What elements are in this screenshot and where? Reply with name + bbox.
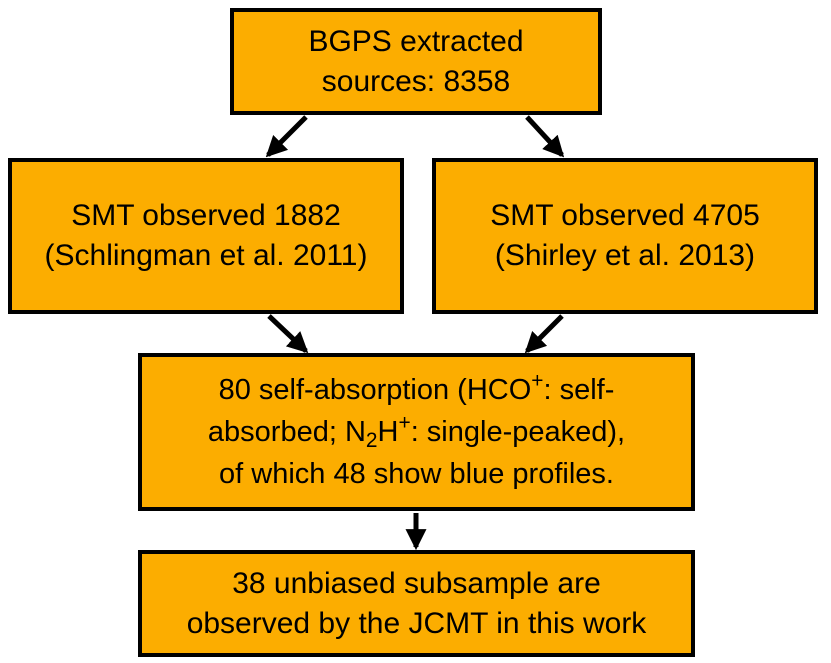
arrow-bgps-to-smt2 [525,115,565,158]
smt-schlingman-line-2: (Schlingman et al. 2011) [44,239,368,272]
jcmt-subsample-box: 38 unbiased subsample are observed by th… [138,550,695,657]
arrow-smt2-to-selfabs [524,314,564,354]
smt-schlingman-box: SMT observed 1882 (Schlingman et al. 201… [8,158,404,314]
self-absorption-line-3: of which 48 show blue profiles. [219,458,614,490]
jcmt-line-2: observed by the JCMT in this work [186,606,647,640]
jcmt-line-1: 38 unbiased subsample are [232,566,601,600]
arrow-bgps-to-smt1 [265,115,308,158]
self-absorption-box: 80 self-absorption (HCO+: self- absorbed… [138,353,695,511]
self-absorption-line-2: absorbed; N2H+: single-peaked), [207,411,626,452]
smt-shirley-box: SMT observed 4705 (Shirley et al. 2013) [432,158,818,314]
smt-shirley-line-1: SMT observed 4705 [490,199,760,232]
smt-shirley-line-2: (Shirley et al. 2013) [494,239,756,272]
bgps-line-2: sources: 8358 [321,64,511,98]
smt-schlingman-line-1: SMT observed 1882 [71,199,341,232]
self-absorption-line-1: 80 self-absorption (HCO+: self- [218,369,615,406]
arrow-smt1-to-selfabs [267,314,309,354]
bgps-line-1: BGPS extracted [308,24,524,58]
bgps-sources-box: BGPS extracted sources: 8358 [230,8,602,115]
